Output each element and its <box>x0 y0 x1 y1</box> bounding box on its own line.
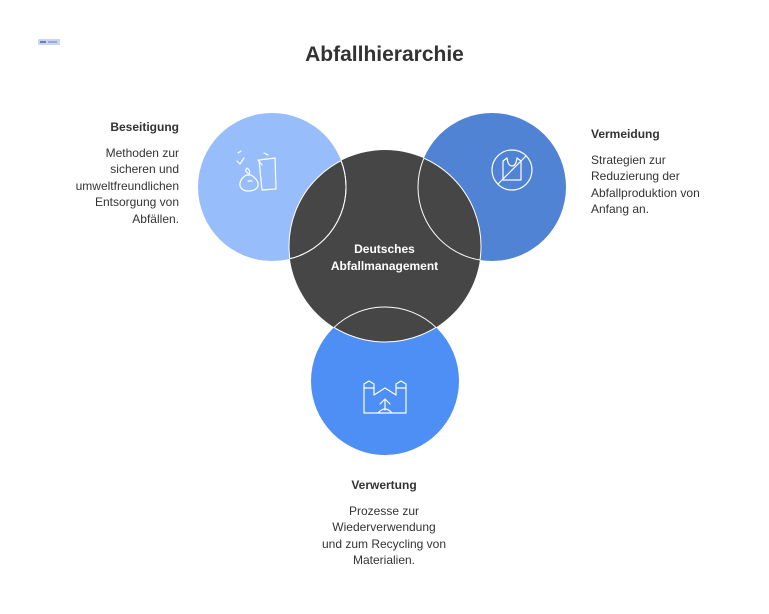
overlap-arc-center-right <box>418 149 482 261</box>
overlap-arc-left <box>289 150 347 262</box>
overlap-arc-center-left <box>288 149 346 261</box>
overlap-arc-bottom <box>310 306 460 342</box>
center-label: Deutsches Abfallmanagement <box>330 242 439 273</box>
page-title: Abfallhierarchie <box>305 43 464 66</box>
recycling-factory-icon <box>363 380 407 414</box>
logo-icon <box>38 39 60 45</box>
overlap-arc-center-bottom <box>311 307 459 343</box>
description-beseitigung: Methoden zur sicheren und umweltfreundli… <box>75 145 179 226</box>
description-verwertung: Prozesse zur Wiederverwendung und zum Re… <box>321 503 447 568</box>
overlap-arc-right <box>417 150 481 262</box>
circle-verwertung <box>311 307 459 455</box>
circle-center <box>289 150 481 342</box>
no-plastic-bag-icon <box>491 149 533 191</box>
heading-beseitigung: Beseitigung <box>110 120 179 134</box>
label-beseitigung: Beseitigung Methoden zur sicheren und um… <box>19 119 179 227</box>
label-vermeidung: Vermeidung Strategien zur Reduzierung de… <box>591 126 751 218</box>
heading-vermeidung: Vermeidung <box>591 127 660 141</box>
description-vermeidung: Strategien zur Reduzierung der Abfallpro… <box>591 152 700 217</box>
heading-verwertung: Verwertung <box>351 478 417 492</box>
label-verwertung: Verwertung Prozesse zur Wiederverwendung… <box>304 477 464 569</box>
garbage-bag-icon <box>236 150 277 192</box>
